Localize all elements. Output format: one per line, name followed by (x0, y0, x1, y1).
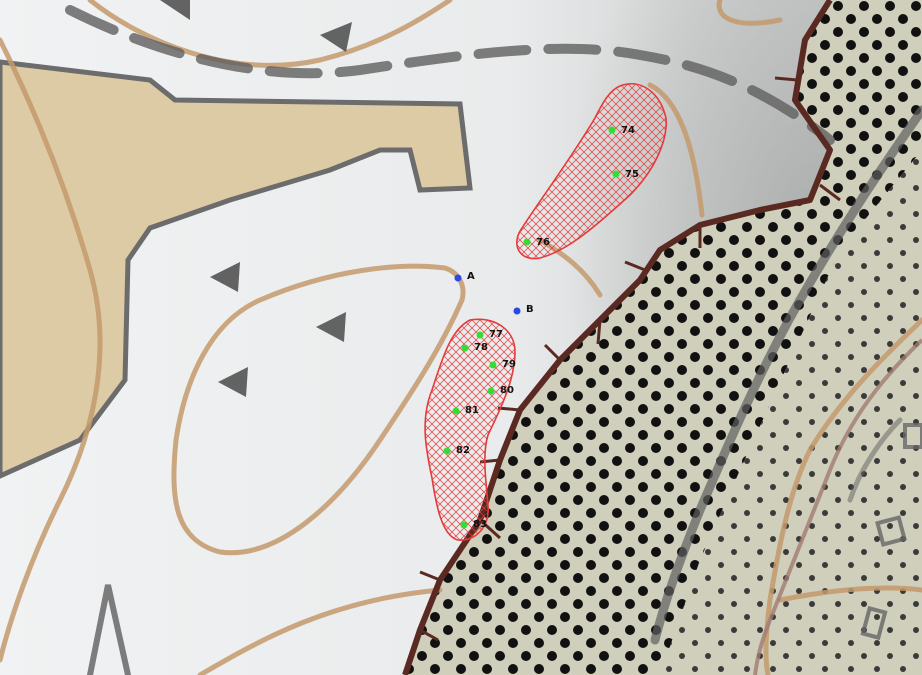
green-point-marker (612, 170, 620, 178)
triangle-symbol-icon (316, 312, 346, 342)
green-point-marker (443, 447, 451, 455)
control-points: 74 75 76 77 78 79 80 81 (443, 125, 639, 530)
control-point-label: 76 (536, 237, 550, 248)
control-point[interactable]: 81 (452, 405, 479, 416)
blue-point-marker (454, 274, 462, 282)
control-point[interactable]: 76 (523, 237, 550, 248)
control-point-label: 74 (621, 125, 635, 136)
green-point-marker (461, 344, 469, 352)
control-point[interactable]: 80 (487, 385, 514, 396)
reference-point-label: B (526, 304, 534, 315)
control-point-label: 78 (474, 342, 488, 353)
reference-point-label: A (467, 271, 475, 282)
roads (65, 5, 922, 675)
control-point[interactable]: 77 (476, 329, 503, 340)
control-point[interactable]: 75 (612, 169, 639, 180)
control-point-label: 75 (625, 169, 639, 180)
triangle-symbol-icon (210, 262, 240, 292)
triangle-symbols (160, 0, 352, 397)
control-point[interactable]: 82 (443, 445, 470, 456)
control-point-label: 80 (500, 385, 514, 396)
control-point-label: 81 (465, 405, 479, 416)
control-point[interactable]: 79 (489, 359, 516, 370)
forest-dots-dense (405, 0, 922, 675)
green-point-marker (476, 331, 484, 339)
control-point[interactable]: 78 (461, 342, 488, 353)
control-point-label: 79 (502, 359, 516, 370)
forest-dots-sparse (660, 150, 922, 675)
forest-edge-right (753, 338, 922, 675)
green-point-marker (608, 126, 616, 134)
control-point-label: 82 (456, 445, 470, 456)
control-point[interactable]: 83 (460, 519, 487, 530)
control-point-label: 83 (473, 519, 487, 530)
hatched-zone-upper[interactable] (516, 83, 667, 260)
reference-point-b[interactable]: B (513, 304, 534, 315)
triangle-symbol-icon (320, 22, 352, 52)
green-point-marker (523, 238, 531, 246)
reference-point-a[interactable]: A (454, 271, 476, 282)
triangle-symbol-icon (160, 0, 190, 20)
control-point[interactable]: 74 (608, 125, 635, 136)
green-point-marker (460, 521, 468, 529)
control-point-label: 77 (489, 329, 503, 340)
open-land-area (0, 59, 473, 479)
green-point-marker (489, 361, 497, 369)
blue-point-marker (513, 307, 521, 315)
triangle-symbol-icon (218, 367, 248, 397)
reference-points: A B (454, 271, 534, 315)
hatched-zone-lower[interactable] (424, 318, 516, 541)
green-point-marker (487, 387, 495, 395)
green-point-marker (452, 407, 460, 415)
buildings (860, 423, 922, 641)
